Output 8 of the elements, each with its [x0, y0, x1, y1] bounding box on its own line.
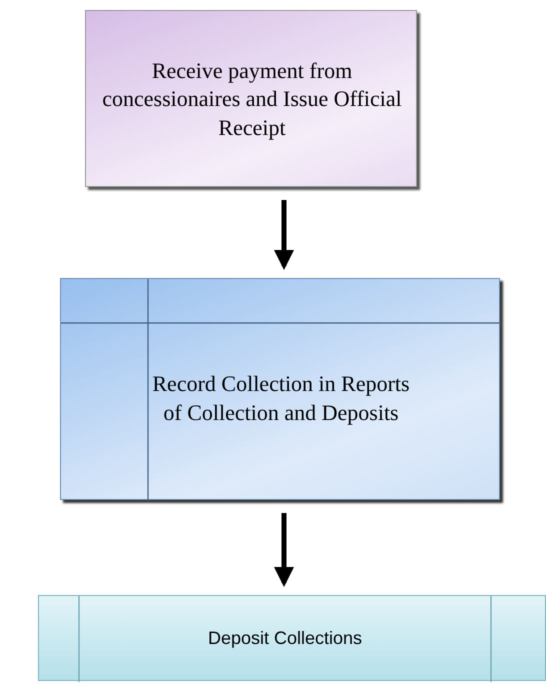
node-text: Receive payment from concessionaires and Issue Official Receipt [101, 56, 403, 142]
node-text: Deposit Collections [208, 627, 362, 650]
node-text: Record Collection in Reports of Collection and Deposits [151, 370, 411, 427]
band-box [38, 595, 546, 681]
arrow [274, 200, 294, 270]
table-box [60, 278, 500, 500]
process-box [85, 10, 417, 187]
arrow [274, 513, 294, 587]
